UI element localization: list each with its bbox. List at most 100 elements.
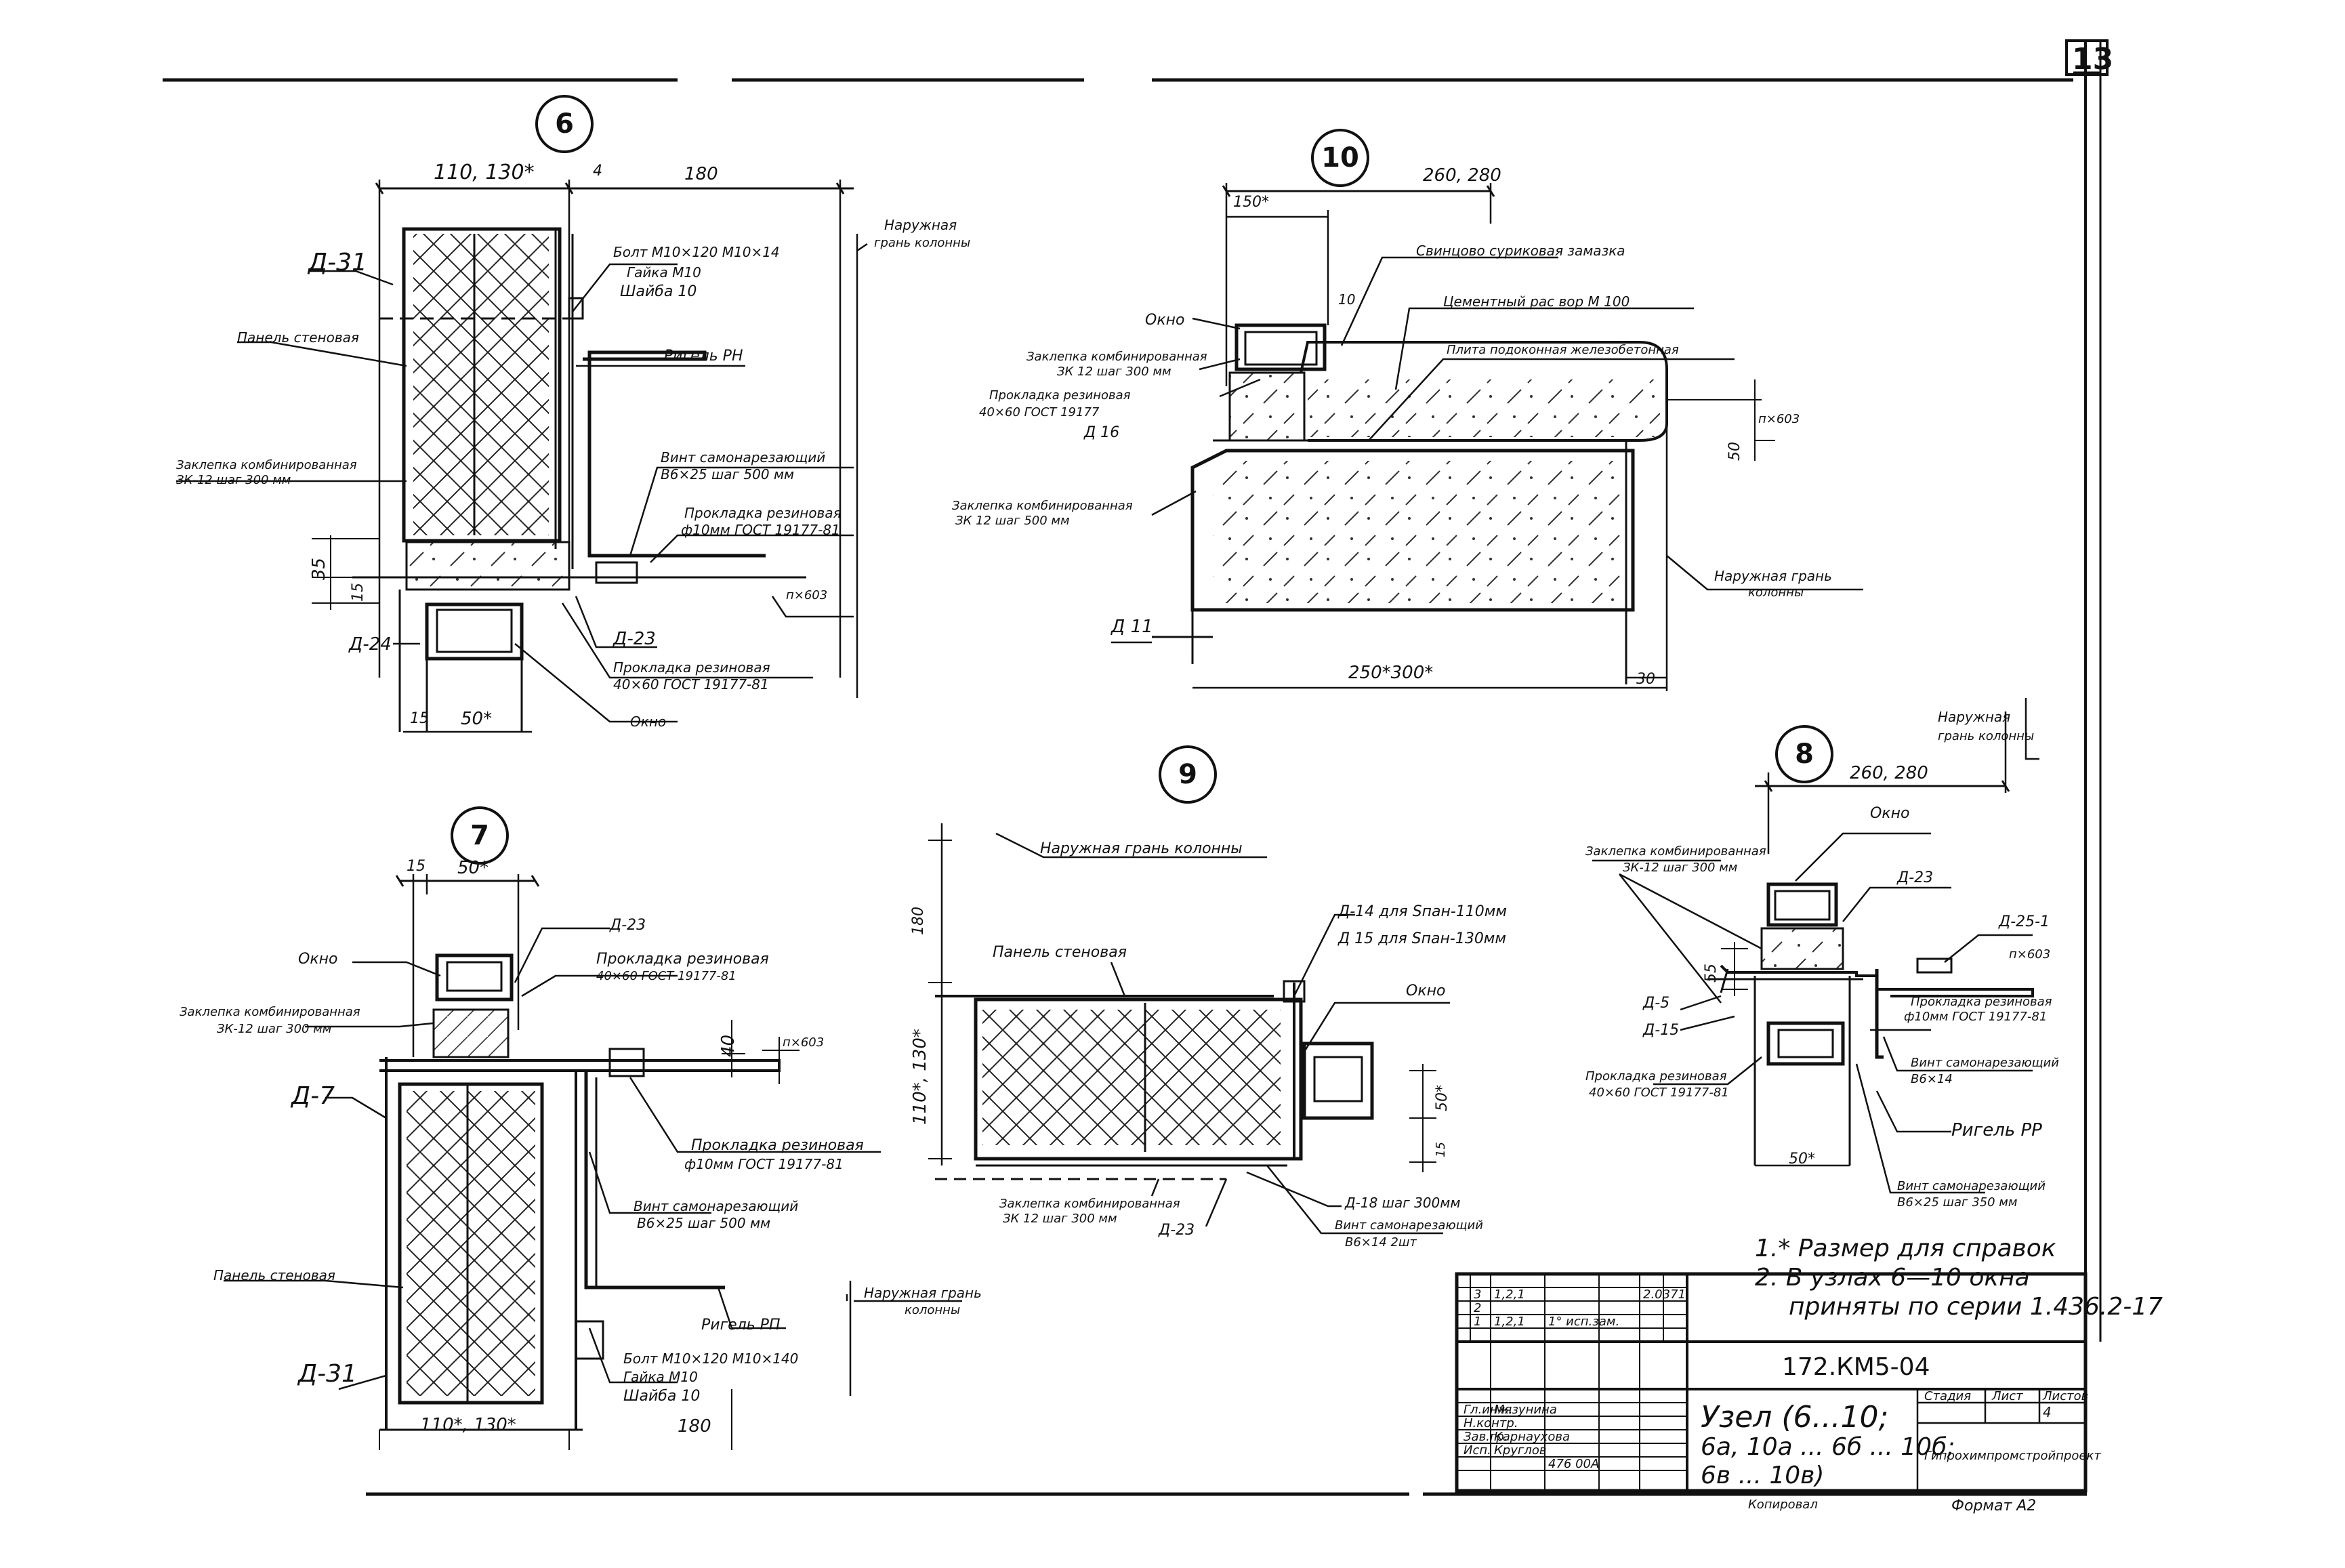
node-10-label-d11: Д 11 bbox=[1111, 617, 1153, 637]
note-3: приняты по серии 1.436.2-17 bbox=[1789, 1293, 2163, 1321]
drawing-title-line2: 6а, 10а ... 6б ... 10б; bbox=[1701, 1433, 1955, 1461]
node-9-label-d23: Д-23 bbox=[1159, 1222, 1195, 1239]
node-6-label-vint2: В6×25 шаг 500 мм bbox=[661, 466, 795, 482]
node-6-drawing bbox=[312, 180, 854, 733]
node-7-label-prokladka4: ф10мм ГОСТ 19177-81 bbox=[684, 1156, 844, 1172]
node-6-label-d31: Д-31 bbox=[308, 249, 367, 276]
node-10-label-zamazka: Свинцово суриковая замазка bbox=[1416, 243, 1625, 259]
node-7-leaders bbox=[224, 927, 962, 1396]
node-7-label-panel: Панель стеновая bbox=[213, 1267, 335, 1283]
node-10-dim-30: 30 bbox=[1636, 671, 1655, 688]
role-1: Гл.инж. bbox=[1464, 1403, 1513, 1417]
node-8-dim-55: 55 bbox=[1703, 964, 1720, 983]
rev-row-3-sheets: 1,2,1 bbox=[1494, 1315, 1525, 1329]
node-7-drawing bbox=[379, 874, 800, 1450]
note-2: 2. В узлах 6—10 окна bbox=[1755, 1264, 2030, 1292]
role-2: Н.контр. bbox=[1464, 1416, 1518, 1430]
node-6-dim-15v: 15 bbox=[350, 583, 367, 602]
node-8-label-vint2: В6×25 шаг 350 мм bbox=[1897, 1195, 2018, 1210]
node-7-number: 7 bbox=[470, 820, 489, 851]
node-10-dim-150: 150* bbox=[1233, 194, 1269, 211]
name-4: Круглов bbox=[1494, 1443, 1547, 1458]
node-6-bubble: 6 bbox=[535, 95, 594, 153]
node-10-bubble: 10 bbox=[1311, 129, 1369, 187]
organization: Гипрохимпромстройпроект bbox=[1924, 1449, 2101, 1463]
node-10-drawing bbox=[1152, 183, 1775, 691]
page-number: 13 bbox=[2072, 42, 2114, 77]
node-8-label-d5: Д-5 bbox=[1643, 995, 1670, 1012]
node-8-label-rigel: Ригель РР bbox=[1951, 1120, 2042, 1140]
node-6-label-gaika: Гайка М10 bbox=[627, 264, 701, 281]
node-10-label-prokladka2: 40×60 ГОСТ 19177 bbox=[979, 405, 1100, 419]
node-10-label-face: Наружная грань bbox=[1714, 568, 1832, 584]
node-7-label-okno: Окно bbox=[298, 951, 338, 968]
node-6-leaders bbox=[176, 234, 868, 723]
name-3: Карнаухова bbox=[1494, 1430, 1570, 1444]
node-7-label-zaklepka: Заклепка комбинированная bbox=[180, 1005, 360, 1019]
node-7-bubble: 7 bbox=[451, 806, 509, 865]
node-7-label-d7: Д-7 bbox=[291, 1082, 335, 1110]
role-4: Исп. bbox=[1464, 1443, 1491, 1458]
node-6-label-prokladka3: Прокладка резиновая bbox=[613, 659, 770, 676]
node-8-label-level: п×603 bbox=[2009, 947, 2051, 962]
node-7-label-vint: Винт самонарезающий bbox=[634, 1198, 799, 1214]
node-7-dim-50: 50* bbox=[457, 858, 489, 878]
node-6-label-d23: Д-23 bbox=[613, 629, 656, 649]
node-8-leaders bbox=[1592, 698, 2039, 1194]
node-6-dim-180: 180 bbox=[684, 164, 718, 184]
node-9-label-vint: Винт самонарезающий bbox=[1335, 1218, 1483, 1233]
node-10-label-okno: Окно bbox=[1145, 312, 1185, 329]
node-6-label-zaklepka: Заклепка комбинированная bbox=[176, 458, 357, 472]
note-1: 1.* Размер для справок bbox=[1755, 1235, 2056, 1262]
node-6-label-bolt: Болт М10×120 М10×14 bbox=[613, 244, 780, 260]
node-9-label-d14: Д-14 для Sпан-110мм bbox=[1338, 903, 1507, 920]
node-8-label-vint0: Винт самонарезающий bbox=[1911, 1056, 2059, 1070]
node-7-dim-180: 180 bbox=[678, 1416, 711, 1437]
node-8-label-face2: грань колонны bbox=[1938, 729, 2035, 743]
node-6-label-d24: Д-24 bbox=[349, 634, 392, 655]
node-7-label-d23: Д-23 bbox=[610, 917, 646, 934]
node-8-bubble: 8 bbox=[1775, 725, 1833, 783]
node-6-dim-35: 35 bbox=[309, 557, 329, 580]
node-6-label-zaklepka2: ЗК-12 шаг 300 мм bbox=[176, 473, 291, 487]
node-8-label-prokladka3: Прокладка резиновая bbox=[1585, 1069, 1727, 1084]
drawing-title-line1: Узел (6...10; bbox=[1701, 1400, 1889, 1435]
sheets-count: 4 bbox=[2043, 1404, 2052, 1420]
node-6-dim-15: 15 bbox=[410, 710, 429, 727]
node-9-dim-15: 15 bbox=[1434, 1142, 1448, 1157]
node-9-label-d15: Д 15 для Sпан-130мм bbox=[1338, 930, 1507, 947]
title-block bbox=[1455, 1272, 2088, 1493]
node-9-leaders bbox=[995, 832, 1450, 1235]
node-8-number: 8 bbox=[1795, 739, 1814, 770]
dimension-ticks bbox=[375, 182, 2010, 887]
node-8-label-d25: Д-25-1 bbox=[1999, 913, 2050, 930]
node-8-label-zaklepka2: ЗК-12 шаг 300 мм bbox=[1623, 861, 1738, 875]
node-8-label-zaklepka: Заклепка комбинированная bbox=[1585, 844, 1766, 859]
node-9-dim-50: 50* bbox=[1434, 1085, 1451, 1111]
node-7-label-face: Наружная грань bbox=[864, 1285, 982, 1301]
node-6-label-face2: грань колонны bbox=[874, 236, 971, 250]
node-8-label-face: Наружная bbox=[1938, 709, 2011, 725]
node-10-label-zaklepka4: ЗК 12 шаг 500 мм bbox=[955, 514, 1070, 528]
node-9-label-vint2: В6×14 2шт bbox=[1345, 1235, 1417, 1250]
node-10-dim-top: 260, 280 bbox=[1423, 165, 1501, 186]
node-10-leaders bbox=[1111, 256, 1863, 644]
node-7-dim-40: 40 bbox=[718, 1034, 739, 1057]
node-9-label-panel: Панель стеновая bbox=[993, 944, 1127, 961]
node-10-dim-250: 250*300* bbox=[1348, 663, 1434, 683]
sheet-frame bbox=[163, 39, 2109, 1496]
node-7-label-prokladka: Прокладка резиновая bbox=[596, 951, 769, 968]
sheets-header: Листов bbox=[2043, 1389, 2089, 1403]
node-6-label-face: Наружная bbox=[884, 217, 957, 233]
node-7-label-zaklepka2: ЗК-12 шаг 300 мм bbox=[217, 1022, 332, 1036]
node-10-label-d16: Д 16 bbox=[1084, 424, 1120, 441]
node-8-label-okno: Окно bbox=[1870, 805, 1910, 822]
rev-row-1-sheets: 1,2,1 bbox=[1494, 1287, 1525, 1302]
node-9-drawing bbox=[928, 823, 1436, 1180]
node-9-label-zaklepka2: ЗК 12 шаг 300 мм bbox=[1003, 1212, 1117, 1226]
node-6-label-vint: Винт самонарезающий bbox=[661, 449, 826, 466]
node-6-label-prokladka4: 40×60 ГОСТ 19177-81 bbox=[613, 676, 769, 693]
node-8-drawing bbox=[1707, 711, 2034, 1167]
node-8-label-vint0b: В6×14 bbox=[1911, 1072, 1953, 1086]
